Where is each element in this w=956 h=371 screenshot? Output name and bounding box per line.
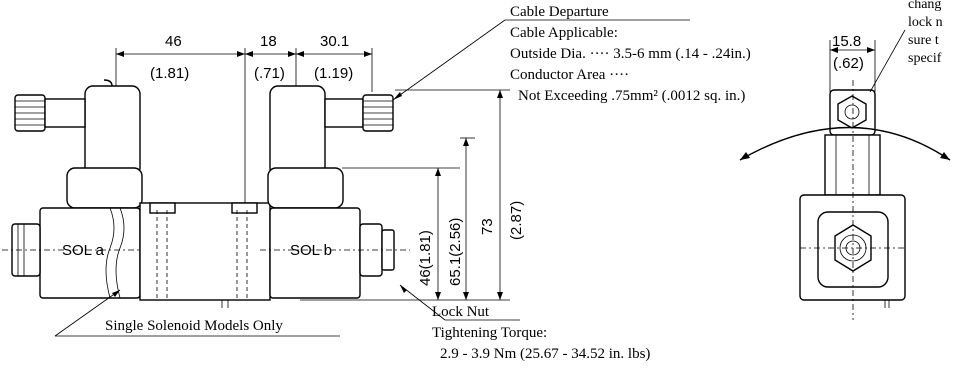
dim-30-in: (1.19) [314,65,353,82]
cutoff-note-2: lock n [908,15,943,30]
cable-not-exceeding: Not Exceeding .75mm² (.0012 sq. in.) [518,88,745,104]
sol-b-label: SOL b [290,242,332,259]
single-solenoid-note: Single Solenoid Models Only [105,318,283,334]
dim-46-in: (1.81) [150,65,189,82]
dim-v46: 46(1.81) [417,230,434,286]
sol-a-label: SOL a [62,242,105,259]
left-connector [14,79,141,177]
dim-18-in: (.71) [254,65,285,82]
side-view [739,29,951,320]
dim-v65: 65.1(2.56) [447,218,464,286]
dim-30: 30.1 [320,33,349,50]
cable-conductor: Conductor Area ···· [510,67,629,83]
dim-15: 15.8 [832,33,861,50]
tightening-torque-label: Tightening Torque: [432,325,547,341]
left-solenoid [2,167,143,299]
cutoff-note-4: specif [908,51,942,66]
dim-18: 18 [260,33,277,50]
cable-outside-dia: Outside Dia. ···· 3.5-6 mm (.14 - .24in.… [510,46,751,62]
dim-v73: 73 [479,218,496,235]
leader-lines [54,19,690,337]
vertical-dimension-lines [300,89,510,301]
valve-body [139,202,271,308]
tightening-torque-value: 2.9 - 3.9 Nm (25.67 - 34.52 in. lbs) [440,346,650,362]
right-solenoid [260,167,410,299]
cutoff-note-3: sure t [908,33,939,48]
cutoff-note-1: chang [908,0,941,12]
cable-departure: Cable Departure [510,4,609,20]
right-connector [269,85,394,177]
cable-applicable: Cable Applicable: [510,25,618,41]
dim-v73-in: (2.87) [508,201,525,240]
dim-46: 46 [165,33,182,50]
lock-nut-title: Lock Nut [432,304,490,320]
dim-15-in: (.62) [833,55,864,72]
